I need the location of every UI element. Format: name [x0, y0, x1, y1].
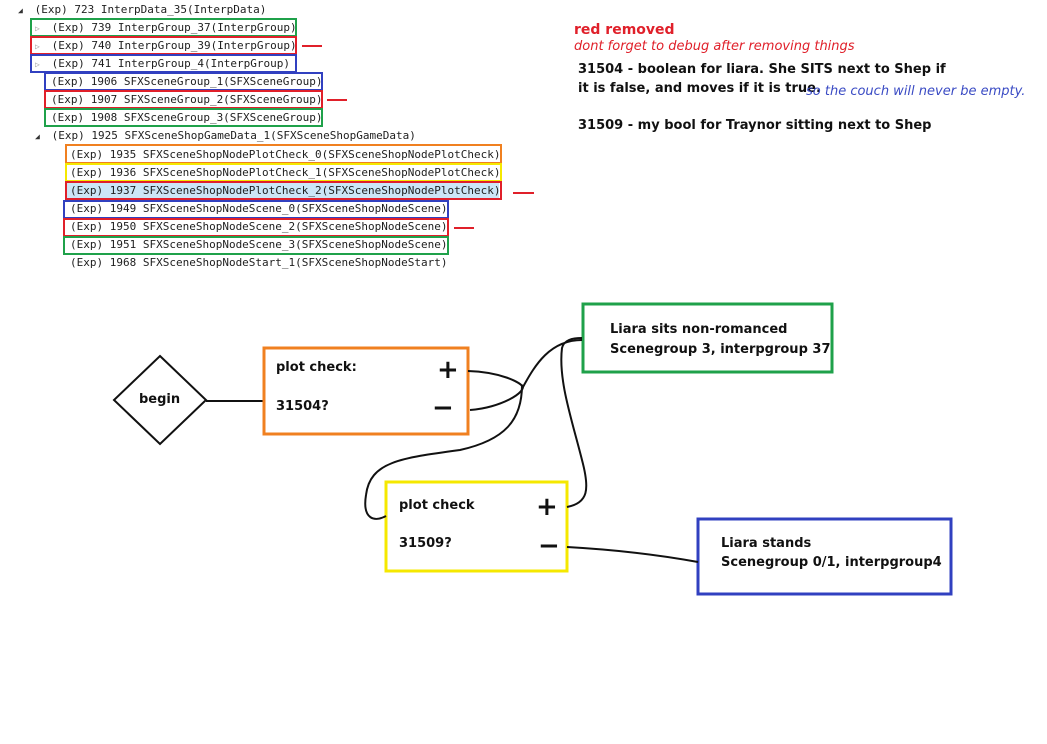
note-couch: so the couch will never be empty. — [806, 84, 1026, 99]
tree-node-scene-3[interactable]: (Exp) 1951 SFXSceneShopNodeScene_3(SFXSc… — [70, 238, 448, 251]
connector-check2-minus-to-stands — [566, 546, 699, 563]
liara-stands-line1: Liara stands — [721, 536, 812, 551]
tree-node-interpgroup-4[interactable]: ▷ (Exp) 741 InterpGroup_4(InterpGroup) — [35, 55, 290, 72]
tree-node-plotcheck-2-selected[interactable]: (Exp) 1937 SFXSceneShopNodePlotCheck_2(S… — [66, 182, 500, 199]
tree-node-interpgroup-37[interactable]: ▷ (Exp) 739 InterpGroup_37(InterpGroup) — [35, 19, 297, 36]
minus-icon: − — [538, 531, 560, 561]
green-highlight-box — [63, 236, 449, 255]
plot-check-2-id: 31509? — [399, 536, 452, 551]
tree-node-scenegroup-3[interactable]: (Exp) 1908 SFXSceneGroup_3(SFXSceneGroup… — [51, 111, 323, 124]
tree-node-plotcheck-0[interactable]: (Exp) 1935 SFXSceneShopNodePlotCheck_0(S… — [70, 148, 501, 161]
removed-mark — [302, 45, 322, 47]
expand-arrow-icon[interactable]: ▷ — [35, 60, 40, 69]
plot-check-1-box — [262, 346, 470, 436]
tree-node-interpgroup-39[interactable]: ▷ (Exp) 740 InterpGroup_39(InterpGroup) — [35, 37, 297, 54]
plot-check-2-box — [384, 480, 569, 573]
note-traynor-bool: 31509 - my bool for Traynor sitting next… — [578, 118, 932, 133]
plot-check-1-label: plot check: — [276, 360, 357, 375]
liara-sits-line1: Liara sits non-romanced — [610, 322, 788, 337]
connector-minus-curve — [469, 384, 524, 411]
note-liara-bool-line2: it is false, and moves if it is true. — [578, 81, 821, 96]
tree-node-plotcheck-1[interactable]: (Exp) 1936 SFXSceneShopNodePlotCheck_1(S… — [70, 166, 501, 179]
minus-icon: − — [432, 393, 454, 423]
tree-node-scene-2[interactable]: (Exp) 1950 SFXSceneShopNodeScene_2(SFXSc… — [70, 220, 448, 233]
note-liara-bool-line1: 31504 - boolean for liara. She SITS next… — [578, 62, 946, 77]
connector-minus-to-check2 — [364, 384, 523, 520]
removed-mark — [513, 192, 534, 194]
tree-node-interpdata[interactable]: ◢ (Exp) 723 InterpData_35(InterpData) — [18, 1, 266, 18]
plot-check-1-id: 31504? — [276, 399, 329, 414]
begin-label: begin — [139, 392, 181, 407]
tree-node-start-1[interactable]: (Exp) 1968 SFXSceneShopNodeStart_1(SFXSc… — [70, 256, 448, 269]
liara-stands-line2: Scenegroup 0/1, interpgroup4 — [721, 555, 942, 570]
tree-node-scene-0[interactable]: (Exp) 1949 SFXSceneShopNodeScene_0(SFXSc… — [70, 202, 448, 215]
note-debug-reminder: dont forget to debug after removing thin… — [574, 39, 855, 54]
removed-mark — [454, 227, 474, 229]
begin-diamond — [112, 354, 208, 446]
removed-mark — [327, 99, 347, 101]
tree-node-scenegroup-2[interactable]: (Exp) 1907 SFXSceneGroup_2(SFXSceneGroup… — [51, 93, 323, 106]
note-red-removed: red removed — [574, 22, 675, 38]
liara-sits-line2: Scenegroup 3, interpgroup 37 — [610, 342, 831, 357]
expand-arrow-icon[interactable]: ▷ — [35, 42, 40, 51]
green-highlight-box — [44, 108, 323, 127]
collapse-arrow-icon[interactable]: ◢ — [18, 6, 23, 15]
red-highlight-box — [65, 181, 502, 200]
liara-sits-box — [581, 302, 834, 374]
plot-check-2-label: plot check — [399, 498, 475, 513]
tree-node-scenegroup-1[interactable]: (Exp) 1906 SFXSceneGroup_1(SFXSceneGroup… — [51, 75, 323, 88]
collapse-arrow-icon[interactable]: ◢ — [35, 132, 40, 141]
connector-check2-plus-to-sits — [560, 337, 588, 508]
plus-icon: + — [536, 492, 558, 522]
expand-arrow-icon[interactable]: ▷ — [35, 24, 40, 33]
connector-plus-to-sits — [467, 339, 583, 390]
plus-icon: + — [437, 355, 459, 385]
tree-node-gamedata[interactable]: ◢ (Exp) 1925 SFXSceneShopGameData_1(SFXS… — [35, 127, 416, 144]
liara-stands-box — [696, 517, 953, 596]
